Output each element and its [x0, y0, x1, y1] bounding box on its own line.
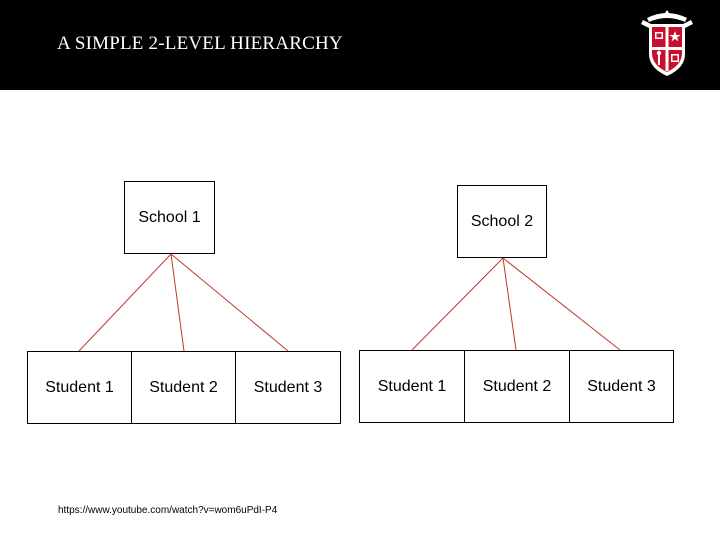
connector-school2-student1	[411, 257, 504, 351]
h2-student-1-node: Student 1	[359, 350, 465, 423]
school-1-node: School 1	[124, 181, 215, 254]
connector-school1-student2	[170, 253, 185, 352]
h2-student-3-node: Student 3	[569, 350, 674, 423]
university-crest-icon	[641, 8, 693, 78]
h1-student-2-node: Student 2	[131, 351, 236, 424]
h2-student-2-node: Student 2	[464, 350, 570, 423]
school-2-node: School 2	[457, 185, 547, 258]
connector-school1-student3	[170, 253, 289, 352]
header-bar: A SIMPLE 2-LEVEL HIERARCHY	[0, 0, 720, 90]
connector-school1-student1	[78, 253, 172, 352]
source-url-link[interactable]: https://www.youtube.com/watch?v=wom6uPdI…	[58, 505, 278, 516]
connector-school2-student2	[502, 257, 517, 351]
connector-school2-student3	[502, 257, 621, 351]
slide-title: A SIMPLE 2-LEVEL HIERARCHY	[57, 33, 343, 54]
h1-student-3-node: Student 3	[235, 351, 341, 424]
h1-student-1-node: Student 1	[27, 351, 132, 424]
